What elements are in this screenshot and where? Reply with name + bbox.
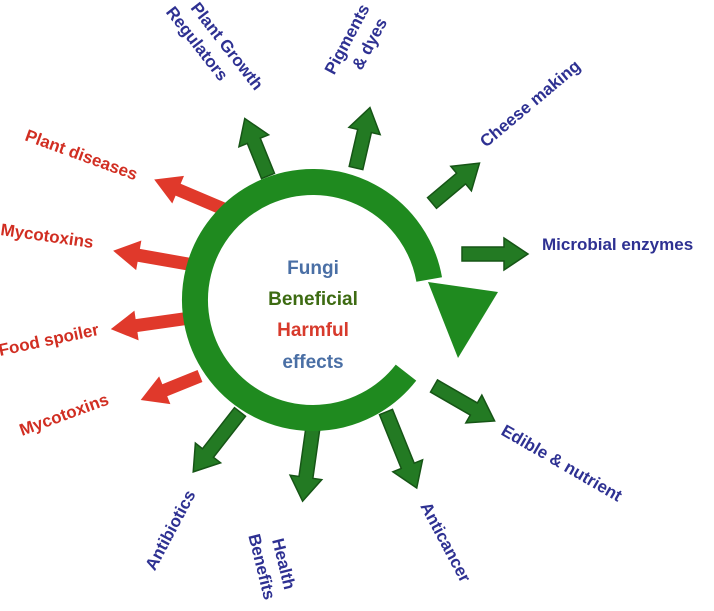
center-line-fungi: Fungi [287,258,339,279]
arrow-mycotoxins-2-icon [140,369,203,405]
center-line-harmful: Harmful [277,320,349,341]
arrow-antibiotics-icon [192,406,247,473]
arrow-mycotoxins-1-icon [113,240,190,271]
label-pigments-dyes: Pigments& dyes [321,1,393,88]
label-cheese-making: Cheese making [476,56,584,151]
label-plant-growth-regulators: Plant GrowthRegulators [162,0,267,107]
label-mycotoxins-2: Mycotoxins [17,390,111,440]
label-antibiotics: Antibiotics [142,487,200,573]
label-anticancer: Anticancer [416,499,474,586]
ring-layer [182,168,498,431]
arrow-microbial-enzymes-icon [461,236,530,272]
arrow-cheese-making-icon [426,162,481,210]
center-line-effects: effects [282,352,343,373]
label-microbial-enzymes: Microbial enzymes [542,235,693,254]
label-mycotoxins-1: Mycotoxins [0,220,95,252]
label-plant-diseases: Plant diseases [23,126,140,184]
cycle-arrowhead-icon [428,282,498,358]
cycle-ring [182,168,442,431]
label-edible-nutrient: Edible & nutrient [498,421,626,506]
arrow-pigments-dyes-icon [347,106,382,171]
arrow-food-spoiler-icon [110,310,191,341]
arrows-layer [110,106,530,503]
arrow-plant-growth-regulators-icon [237,117,276,180]
label-health-benefits: HealthBenefits [244,527,300,602]
arrow-anticancer-icon [378,408,424,490]
label-food-spoiler: Food spoiler [0,320,101,360]
center-line-beneficial: Beneficial [268,289,358,310]
center-text-block: Fungi Beneficial Harmful effects [268,258,358,373]
arrow-edible-nutrient-icon [429,378,496,424]
arrow-plant-diseases-icon [154,175,229,216]
